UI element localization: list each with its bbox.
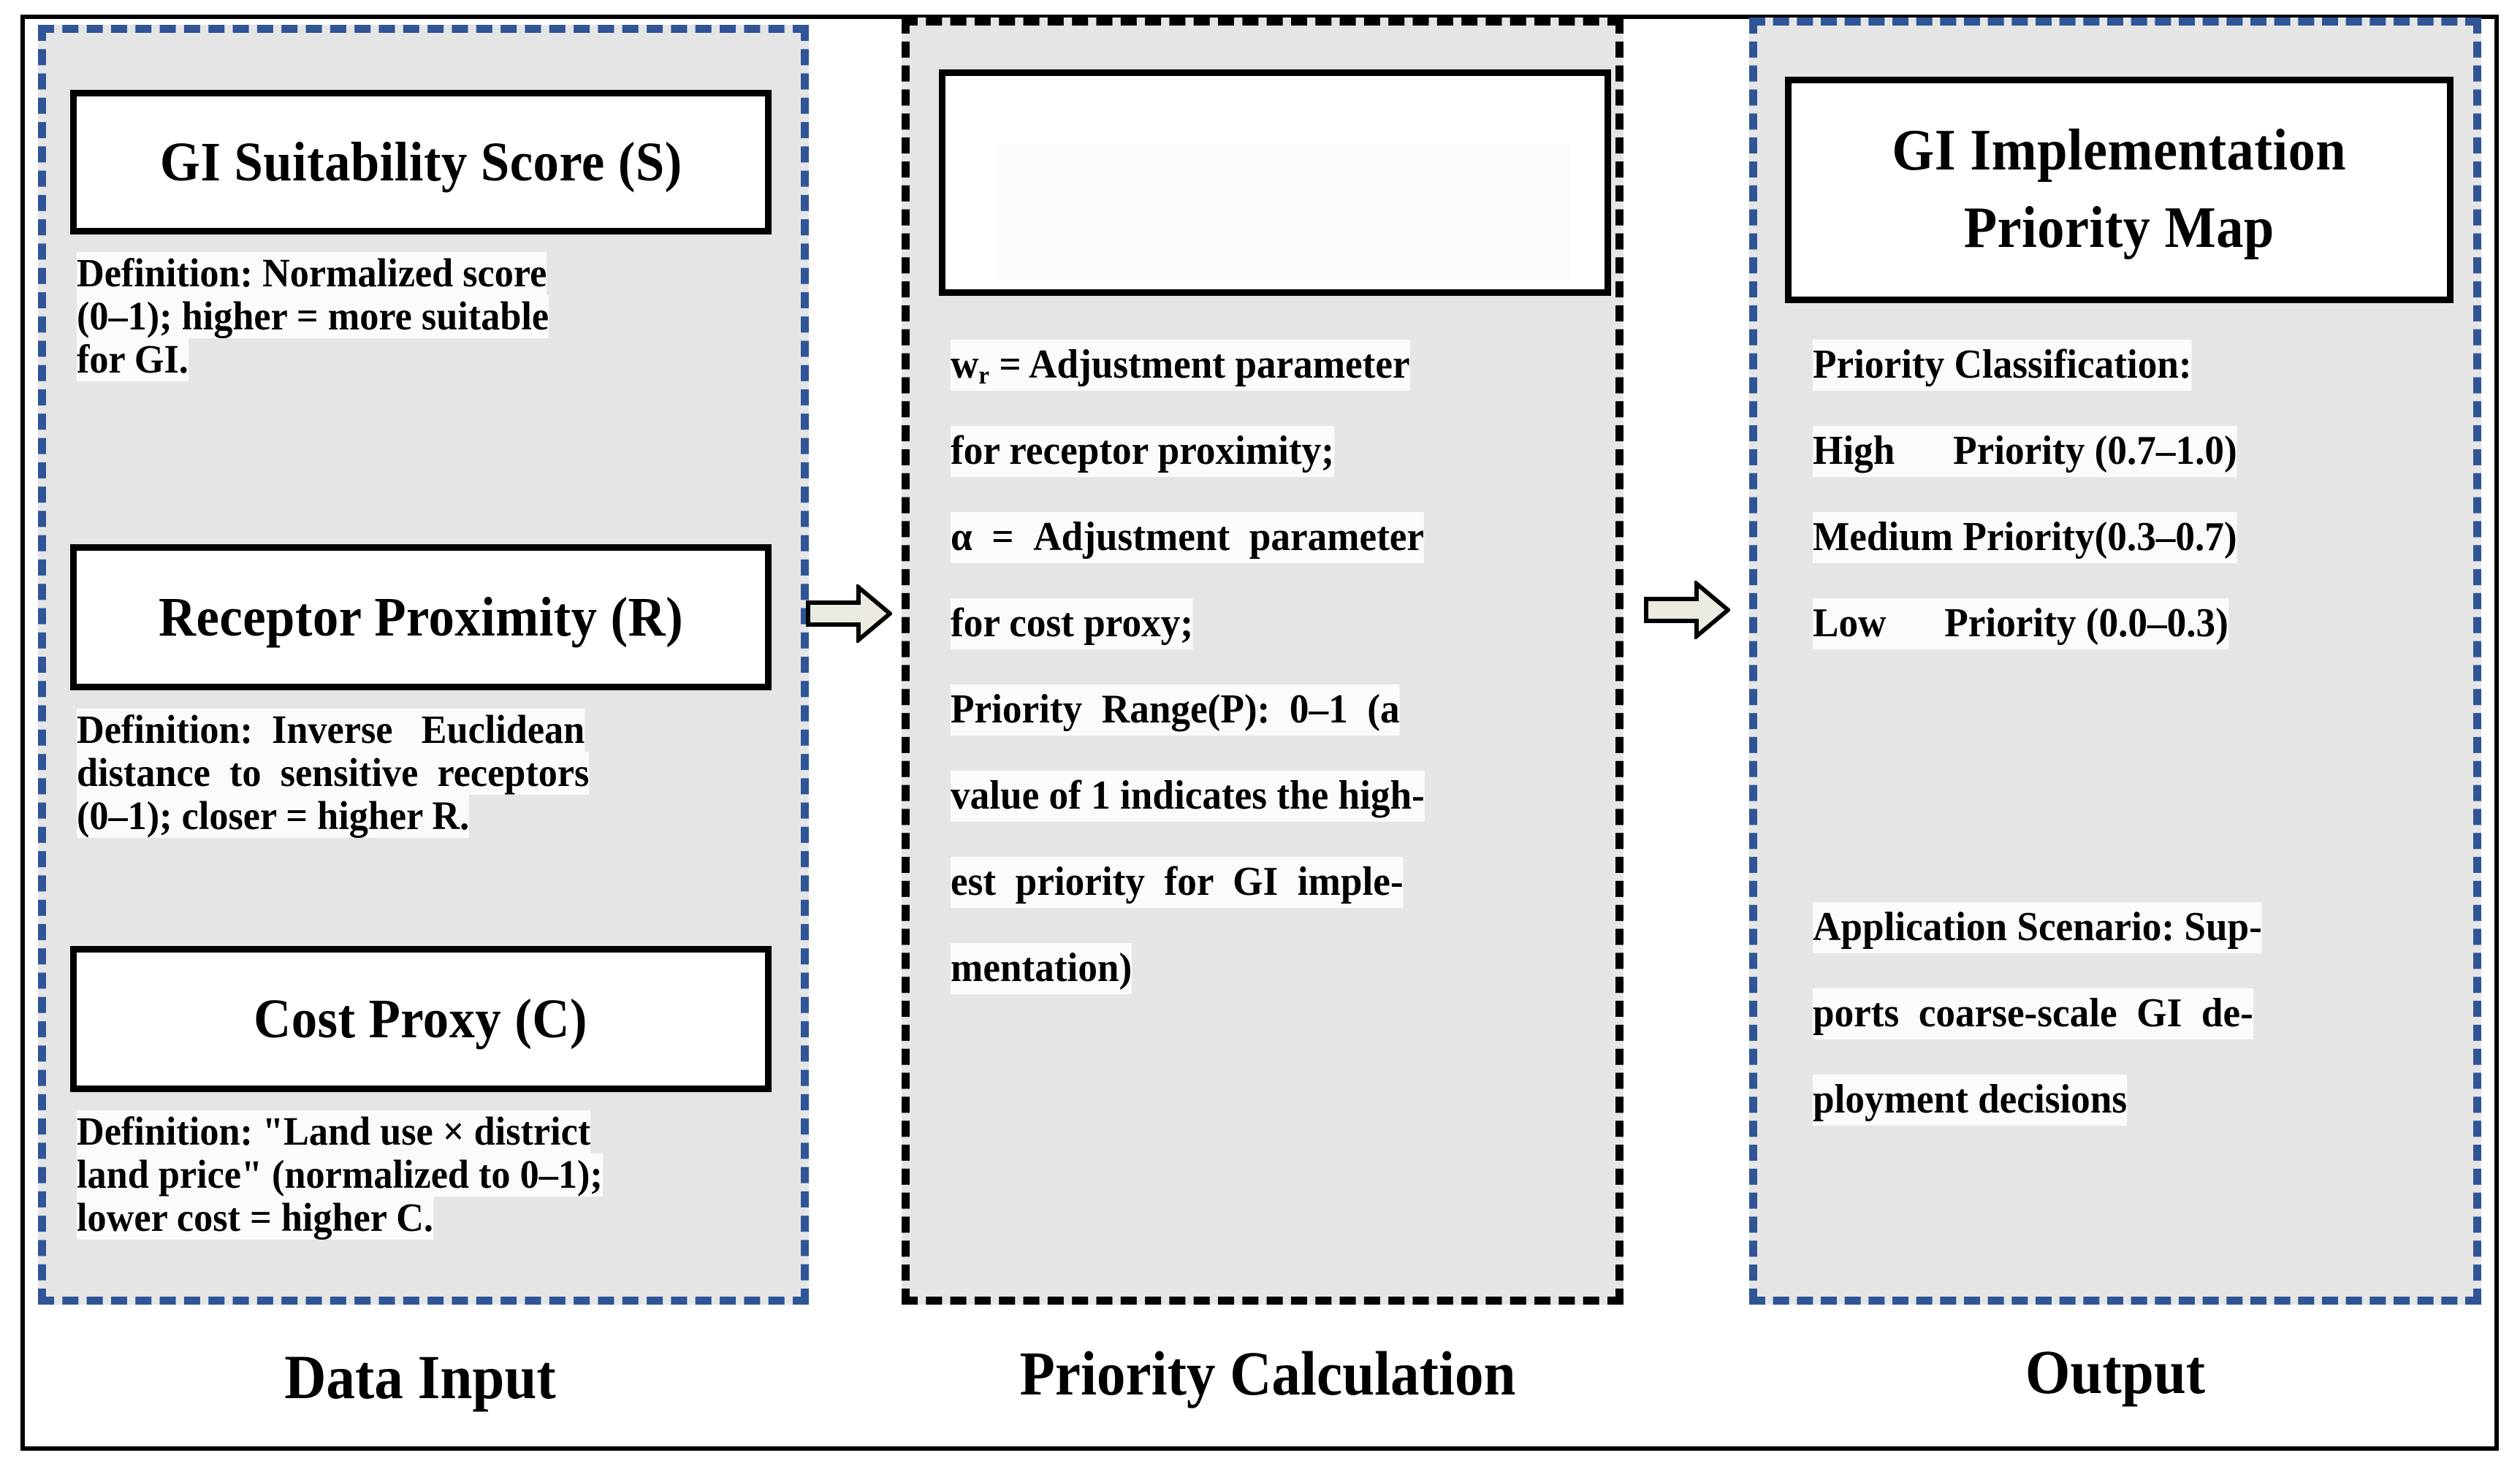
- priority-range-line: value of 1 indicates the high-: [951, 771, 1425, 822]
- card-receptor-proximity: Receptor Proximity (R): [70, 544, 772, 690]
- card-title: Receptor Proximity (R): [158, 586, 684, 648]
- classification-low: Low Priority (0.0–0.3): [1813, 598, 2228, 649]
- card-title-line: Priority Map: [1963, 196, 2275, 260]
- definition-line: (0–1); higher = more suitable: [77, 294, 549, 338]
- subscript-r: r: [978, 360, 990, 389]
- parameter-line: for cost proxy;: [951, 598, 1193, 649]
- caption-priority-calculation: Priority Calculation: [1019, 1338, 1516, 1408]
- calculation-parameter-list: wr = Adjustment parameter for receptor p…: [951, 340, 1450, 1029]
- parameter-line-wr: wr = Adjustment parameter: [951, 340, 1410, 391]
- formula-placeholder: [997, 145, 1570, 281]
- scenario-line: ployment decisions: [1813, 1075, 2128, 1126]
- symbol-w: w: [951, 342, 979, 387]
- priority-range-line: Priority Range(P): 0–1 (a: [951, 684, 1400, 736]
- card-gi-suitability-score: GI Suitability Score (S): [70, 90, 772, 234]
- arrow-input-to-calculation-icon: [806, 582, 894, 645]
- parameter-line: for receptor proximity;: [951, 426, 1334, 477]
- application-scenario-text: Application Scenario: Sup- ports coarse-…: [1813, 902, 2285, 1161]
- definition-line: distance to sensitive receptors: [77, 750, 590, 795]
- panel-data-input: GI Suitability Score (S) Definition: Nor…: [38, 25, 809, 1305]
- definition-line: Definition: Normalized score: [77, 251, 547, 295]
- scenario-line: ports coarse-scale GI de-: [1813, 988, 2253, 1039]
- caption-output: Output: [2025, 1337, 2206, 1407]
- classification-medium: Medium Priority(0.3–0.7): [1813, 512, 2237, 563]
- definition-line: lower cost = higher C.: [77, 1195, 433, 1240]
- parameter-line-alpha: α = Adjustment parameter: [951, 512, 1425, 563]
- definition-line: Definition: "Land use × district: [77, 1109, 591, 1153]
- parameter-text: = Adjustment parameter: [989, 342, 1410, 387]
- classification-high: High Priority (0.7–1.0): [1813, 426, 2237, 477]
- arrow-calculation-to-output-icon: [1644, 579, 1732, 641]
- scenario-line: Application Scenario: Sup-: [1813, 902, 2262, 953]
- card-title-line: GI Implementation: [1892, 118, 2347, 183]
- definition-receptor-proximity: Definition: Inverse Euclidean distance t…: [77, 709, 616, 838]
- definition-line: for GI.: [77, 337, 189, 381]
- definition-line: Definition: Inverse Euclidean: [77, 707, 585, 752]
- formula-box: [939, 69, 1611, 296]
- card-title: GI Suitability Score (S): [159, 131, 682, 193]
- definition-line: (0–1); closer = higher R.: [77, 793, 470, 838]
- definition-gi-suitability-score: Definition: Normalized score (0–1); high…: [77, 252, 574, 381]
- card-title: Cost Proxy (C): [254, 988, 588, 1050]
- panel-priority-calculation: wr = Adjustment parameter for receptor p…: [902, 18, 1623, 1305]
- caption-data-input: Data Input: [284, 1342, 556, 1412]
- priority-classification-list: Priority Classification: High Priority (…: [1813, 340, 2259, 684]
- definition-cost-proxy: Definition: "Land use × district land pr…: [77, 1110, 631, 1240]
- priority-range-line: est priority for GI imple-: [951, 857, 1404, 908]
- card-cost-proxy: Cost Proxy (C): [70, 946, 772, 1092]
- definition-line: land price" (normalized to 0–1);: [77, 1152, 603, 1197]
- classification-heading: Priority Classification:: [1813, 340, 2192, 391]
- outer-frame: [20, 15, 2499, 1451]
- priority-range-line: mentation): [951, 943, 1133, 994]
